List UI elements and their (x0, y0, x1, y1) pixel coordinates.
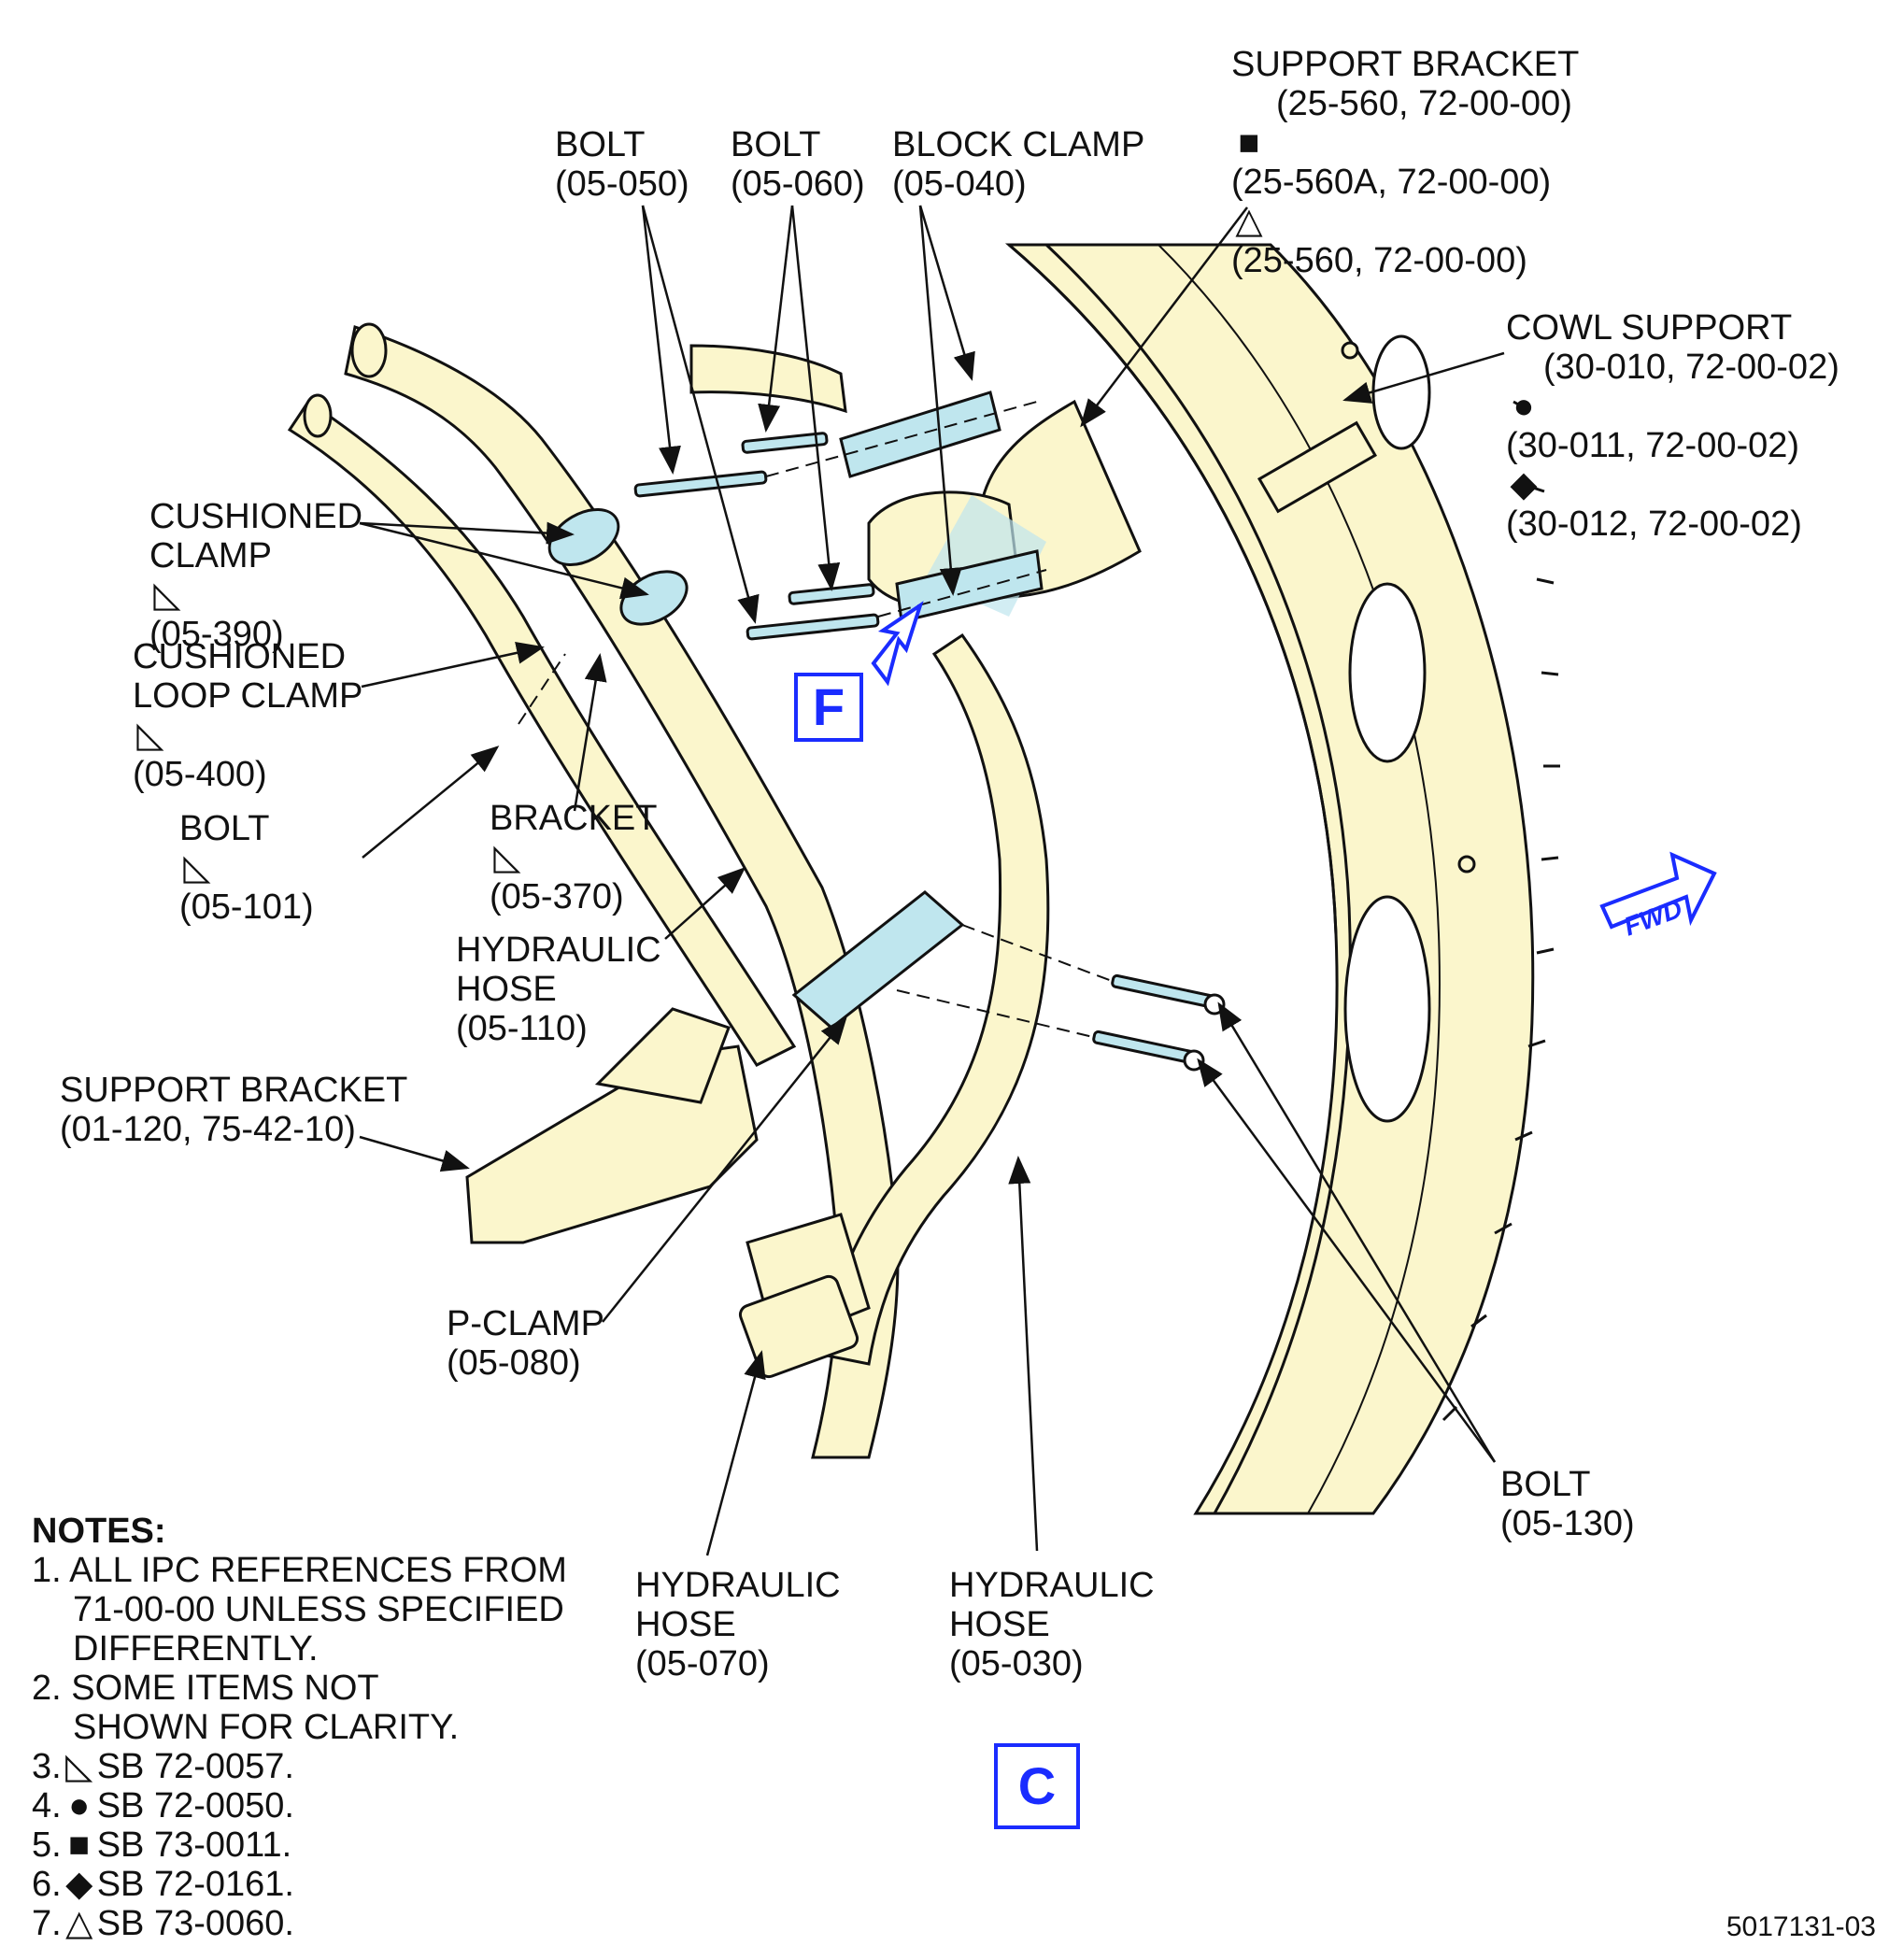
note-4: 4.●SB 72-0050. (32, 1786, 294, 1825)
hose-fitting (738, 1213, 871, 1379)
triangle-symbol: △ (65, 1904, 93, 1943)
detail-f-box: F (794, 673, 863, 742)
circle-symbol: ● (1513, 387, 1535, 426)
square-symbol: ■ (68, 1825, 91, 1865)
alignment-lines (518, 401, 1113, 1038)
callout-p-clamp: P-CLAMP(05-080) (447, 1304, 604, 1383)
note-2: 2. SOME ITEMS NOT (32, 1669, 379, 1708)
square-symbol: ■ (1238, 123, 1260, 163)
view-c-box: C (994, 1743, 1080, 1829)
figure-number: 5017131-03 (1726, 1911, 1876, 1942)
right-triangle-symbol: ◺ (153, 575, 181, 615)
leader-lines (359, 205, 1505, 1556)
cowl-support-ring (1004, 243, 1560, 1515)
block-clamp-parts (791, 391, 1044, 1030)
right-triangle-symbol: ◺ (136, 716, 164, 755)
right-triangle-symbol: ◺ (493, 838, 521, 877)
note-1: 1. ALL IPC REFERENCES FROM (32, 1551, 567, 1590)
support-bracket-bottom-part (465, 1007, 759, 1244)
callout-support-bracket-bottom: SUPPORT BRACKET(01-120, 75-42-10) (60, 1071, 408, 1149)
callout-bracket-05-370: BRACKET ◺(05-370) (490, 799, 658, 916)
callout-bolt-05-050: BOLT(05-050) (555, 125, 689, 204)
view-f-arrow (871, 601, 924, 687)
note-1-cont: 71-00-00 UNLESS SPECIFIED (73, 1590, 564, 1629)
callout-support-bracket-top: SUPPORT BRACKET (25-560, 72-00-00) ■(25-… (1231, 45, 1580, 280)
circle-symbol: ● (68, 1786, 91, 1825)
triangle-symbol: △ (1235, 202, 1263, 241)
diamond-symbol: ◆ (1510, 465, 1538, 504)
callout-cowl-support: COWL SUPPORT (30-010, 72-00-02) ●(30-011… (1506, 308, 1839, 544)
callout-block-clamp: BLOCK CLAMP(05-040) (892, 125, 1145, 204)
notes-block: NOTES: 1. ALL IPC REFERENCES FROM 71-00-… (32, 1512, 567, 1943)
right-triangle-symbol: ◺ (183, 848, 211, 888)
diamond-symbol: ◆ (65, 1865, 93, 1904)
note-6: 6.◆SB 72-0161. (32, 1865, 294, 1904)
notes-heading: NOTES: (32, 1512, 166, 1551)
callout-bolt-05-060: BOLT(05-060) (731, 125, 865, 204)
note-1-cont2: DIFFERENTLY. (73, 1629, 319, 1669)
note-3: 3.◺SB 72-0057. (32, 1747, 294, 1786)
callout-bolt-05-130: BOLT(05-130) (1500, 1465, 1635, 1543)
callout-bolt-05-101: BOLT ◺(05-101) (179, 809, 314, 927)
note-7: 7.△SB 73-0060. (32, 1904, 294, 1943)
fwd-arrow (1599, 851, 1717, 930)
right-triangle-symbol: ◺ (65, 1747, 93, 1786)
note-2-cont: SHOWN FOR CLARITY. (73, 1708, 460, 1747)
note-5: 5.■SB 73-0011. (32, 1825, 292, 1865)
